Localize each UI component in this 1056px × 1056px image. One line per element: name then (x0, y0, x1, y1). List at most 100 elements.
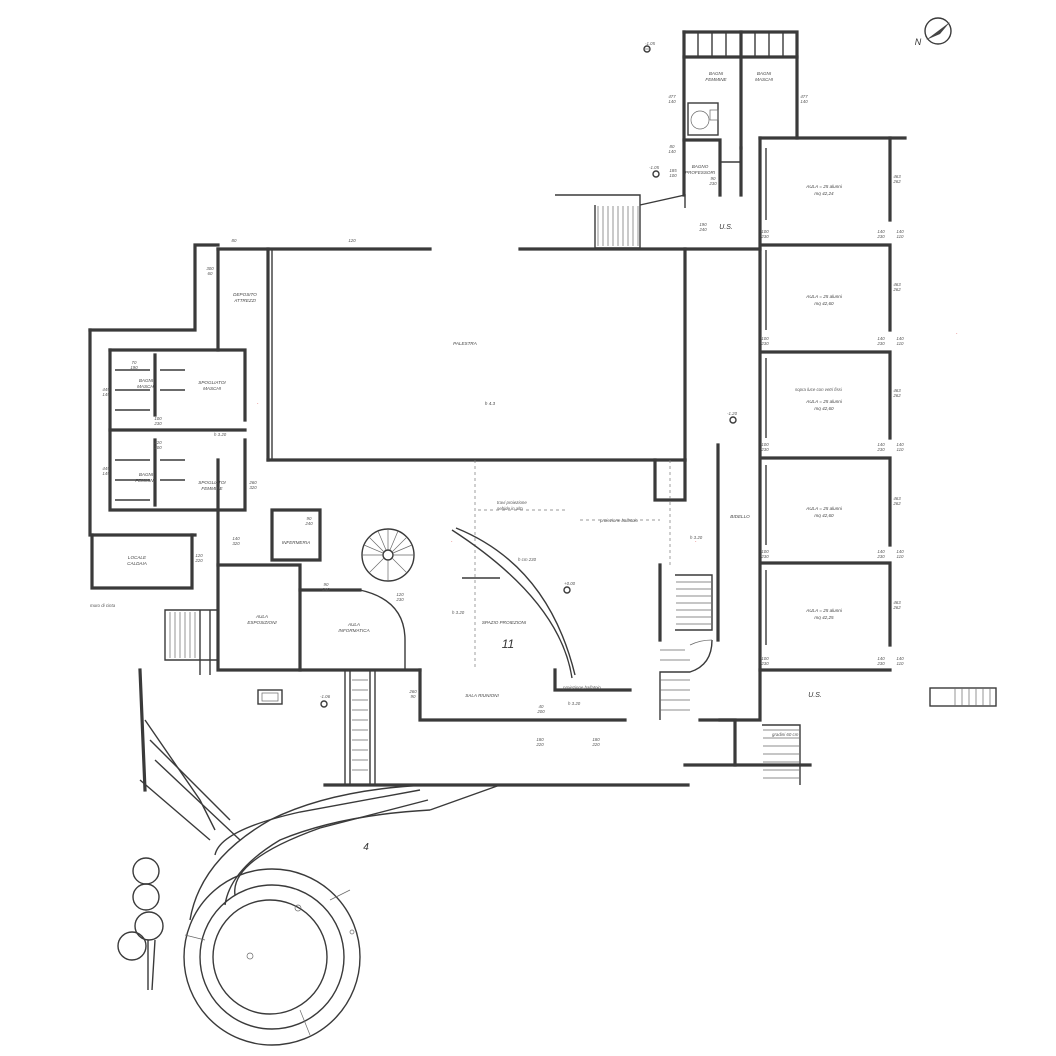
entrance-stairs (164, 609, 997, 785)
label-us-top: U.S. (719, 224, 733, 231)
trees (117, 857, 164, 991)
label-proiezione-ballatoio: proiezione ballatoio (599, 518, 638, 523)
level-markers (320, 45, 737, 708)
svg-text:80: 80 (232, 238, 237, 243)
room-infermeria: INFERMERIA (282, 540, 310, 545)
svg-text:120: 120 (348, 238, 356, 243)
level-mid: -1.05 (649, 165, 660, 170)
top-bathroom-block (682, 30, 799, 197)
projection-curve (451, 527, 576, 679)
room-sala-riunioni: SALA RIUNIONI (465, 693, 499, 698)
label-gradini: gradini 60 cm (772, 732, 799, 737)
room-spazio-proiezioni: SPAZIO PROIEZIONI (482, 620, 527, 625)
label-sopraluce: sopra luce con vetri fissi (795, 387, 843, 392)
entrance-ramp (139, 719, 501, 921)
room-palestra-height: h 4.3 (485, 401, 496, 406)
red-mark-2: · (695, 539, 697, 545)
north-label: N (915, 37, 922, 47)
level-right: -1.20 (727, 411, 738, 416)
amphitheatre (183, 789, 429, 1046)
red-mark-4: · (451, 539, 453, 545)
level-centre: +0.00 (564, 581, 576, 586)
projection-lines (474, 460, 671, 670)
building-walls (88, 136, 907, 792)
room-bidello: BIDELLO (730, 514, 750, 519)
red-mark-3: · (956, 331, 958, 337)
label-h320-a: h 3.20 (214, 432, 227, 437)
right-stair (659, 574, 713, 720)
label-muro: muro di cinta (90, 603, 116, 608)
top-stair (555, 194, 686, 249)
north-arrow: N (915, 17, 952, 47)
label-h320-c: h 3.20 (452, 610, 465, 615)
level-bottom: -1.06 (320, 694, 331, 699)
room-palestra: PALESTRA (453, 341, 477, 346)
label-us-bottom: U.S. (808, 692, 822, 699)
label-eleven: 11 (502, 637, 514, 651)
label-four: 4 (363, 842, 369, 853)
label-proiezione-ballatoio-2: proiezione ballatoio (562, 685, 601, 690)
red-mark-1: · (257, 401, 259, 407)
label-h-cm-230: h cm 230 (518, 557, 537, 562)
label-h320-b: h 3.20 (690, 535, 703, 540)
